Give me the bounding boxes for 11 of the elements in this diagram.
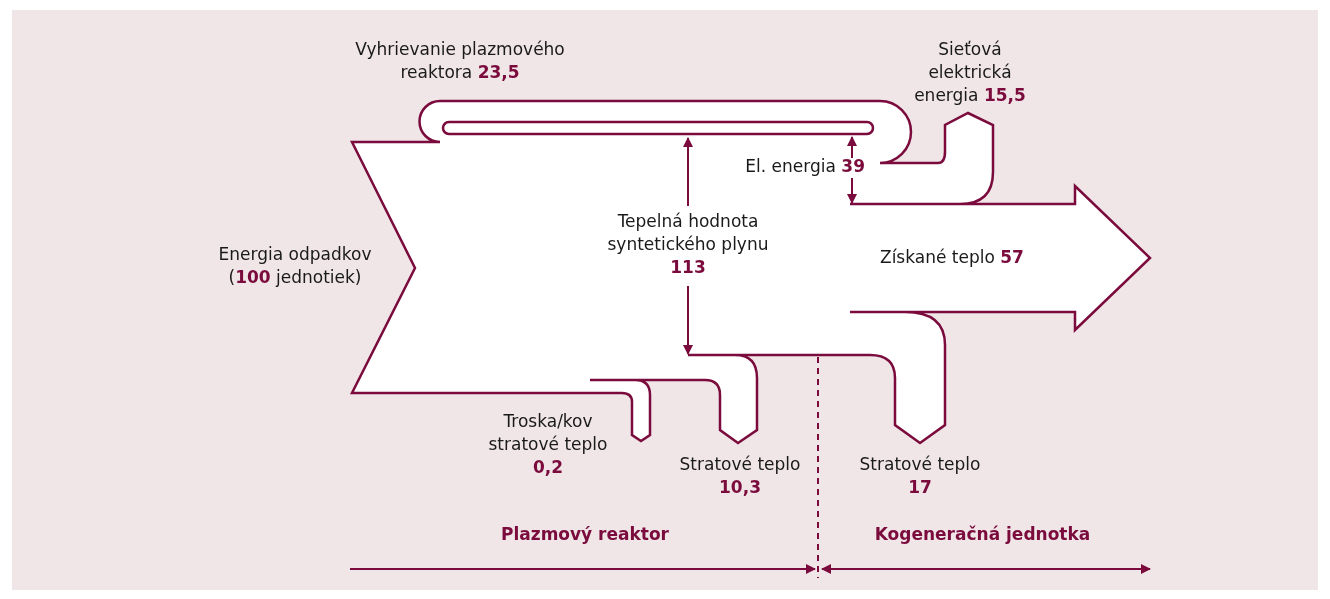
flow-label: Získané teplo 57: [880, 247, 1024, 267]
flow-label: El. energia 39: [745, 156, 865, 176]
flow-label: Stratové teplo 17: [859, 454, 981, 497]
section-heading: Kogeneračná jednotka: [874, 524, 1091, 544]
flow-label: Vyhrievanie plazmového reaktora 23,5: [355, 39, 565, 82]
flow-label: Troska/kov stratové teplo 0,2: [488, 411, 608, 477]
flow-label: Stratové teplo 10,3: [679, 454, 801, 497]
flow-label: Energia odpadkov (100 jednotiek): [218, 244, 372, 287]
flow-label: Sieťová elektrická energia 15,5: [914, 39, 1026, 105]
flow-label: Tepelná hodnota syntetického plynu 113: [607, 211, 769, 277]
section-heading: Plazmový reaktor: [501, 524, 669, 544]
